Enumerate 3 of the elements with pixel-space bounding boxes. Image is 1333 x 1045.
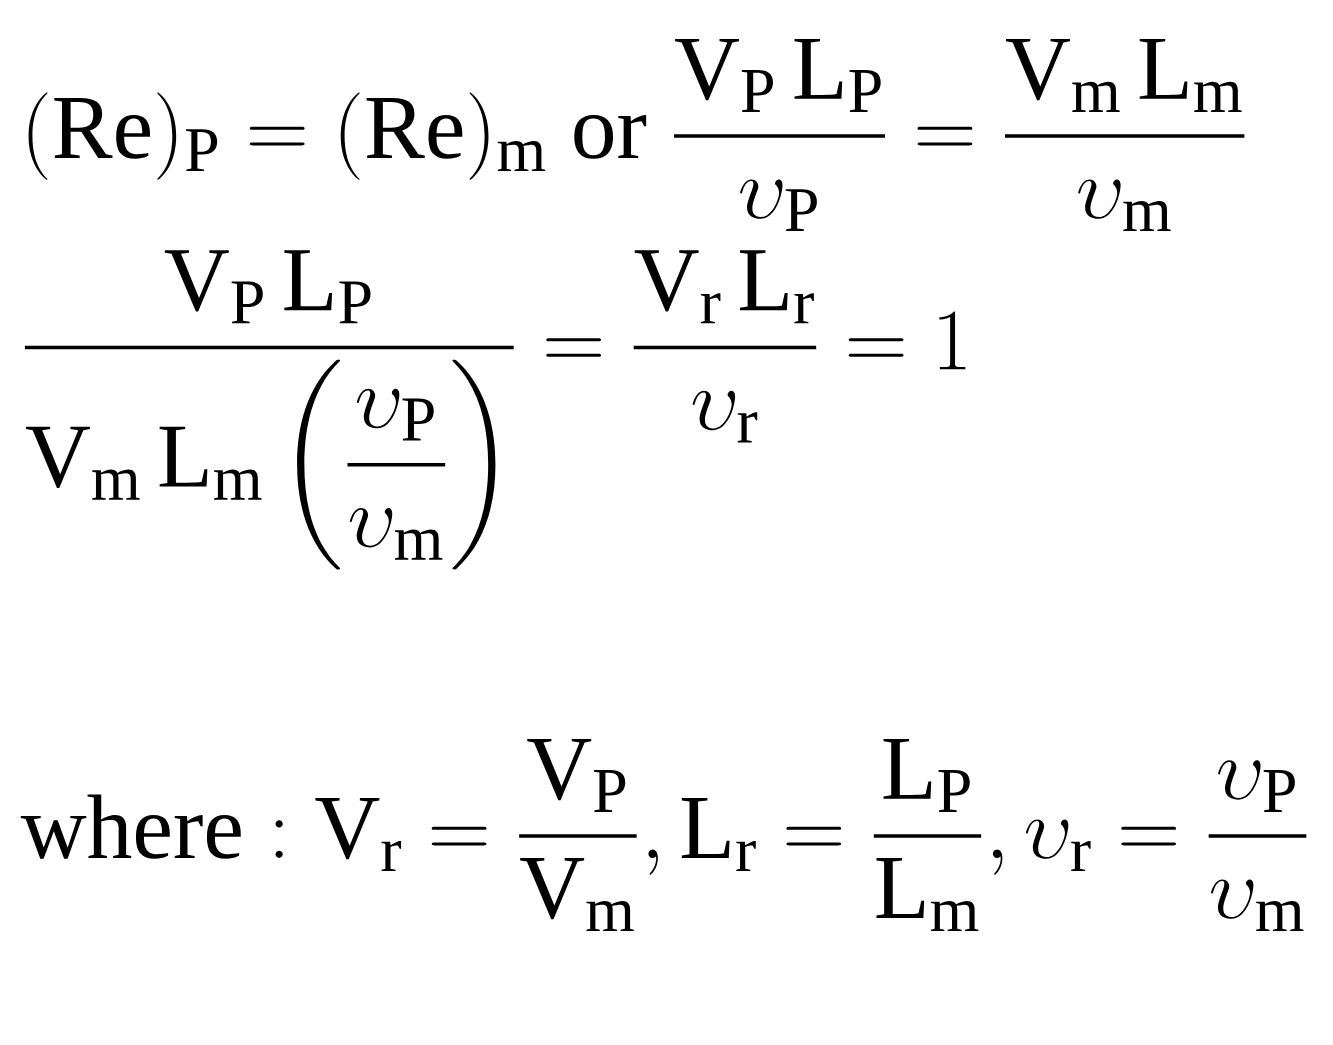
- formula: $(\mathrm{Re})_{\mathrm{P}} = (\mathrm{Re})_{\mathrm{m}}\ \mathrm{or}\ \frac{\mathrm{V_{P}\,L_{P}}}{\upsilon_{\mathrm{P}}} = \frac{\mathrm{V_{m}\,L_{m}}}{\upsilon_{\mathrm{m}}}$: [28, 38, 1245, 232]
- formula: $\frac{\mathrm{V_{P}\,L_{P}}}{\mathrm{V_{m}\,L_{m}}\left(\dfrac{\upsilon_{\mathrm{P}}}{\upsilon_{\mathrm{m}}}\right)} = \frac{\mathrm{V_{r}\,L_{r}}}{\upsilon_{\mathrm{r}}} = 1$: [24, 250, 966, 570]
- formula: $\mathrm{where}: \mathrm{V_{r}} = \frac{\mathrm{V_{P}}}{\mathrm{V_{m}}}, \mathrm{L_{r}} = \frac{\mathrm{L_{P}}}{\mathrm{L_{m}}}, \upsilon_{\mathrm{r}} = \frac{\upsilon_{\mathrm{P}}}{\upsilon_{\mathrm{m}}}$: [20, 738, 1307, 932]
